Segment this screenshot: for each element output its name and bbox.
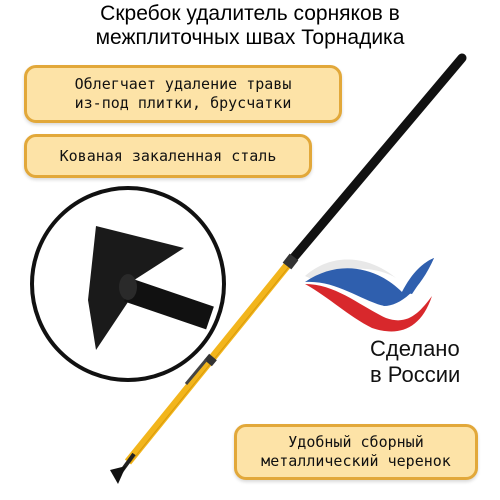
- callout-forged-steel-line-1: Кованая закаленная сталь: [59, 146, 277, 165]
- title-line-2: межплиточных швах Торнадика: [95, 26, 405, 49]
- title-line-1: Скребок удалитель сорняков в: [100, 2, 400, 25]
- made-in-line-2: в России: [370, 362, 461, 387]
- blade-shaft: [124, 278, 214, 330]
- made-in-line-1: Сделано: [370, 336, 460, 361]
- handle-joint-middle: [204, 353, 217, 367]
- handle-joint: [282, 253, 299, 270]
- callout-handle-line-2: металлический черенок: [261, 452, 451, 470]
- tool-handle: [110, 53, 467, 484]
- page-title: Скребок удалитель сорняков в межплиточны…: [0, 2, 500, 50]
- handle-label: [184, 359, 208, 385]
- callout-easy-removal-line-2: из-под плитки, брусчатки: [74, 94, 292, 112]
- callout-easy-removal: Облегчает удаление травы из-под плитки, …: [24, 65, 342, 123]
- blade-zoom: [30, 186, 226, 382]
- handle-black-section: [285, 53, 467, 267]
- weeder-blade-icon: [88, 226, 184, 350]
- tip-blade-icon: [110, 466, 126, 484]
- callout-handle-line-1: Удобный сборный: [288, 433, 424, 451]
- callout-forged-steel: Кованая закаленная сталь: [24, 134, 312, 178]
- made-in-russia-label: Сделано в России: [370, 336, 460, 388]
- callout-easy-removal-line-1: Облегчает удаление травы: [74, 75, 292, 93]
- blade-collar: [119, 274, 137, 300]
- russian-flag-wave-icon: [305, 258, 434, 332]
- callout-handle: Удобный сборный металлический черенок: [234, 424, 478, 480]
